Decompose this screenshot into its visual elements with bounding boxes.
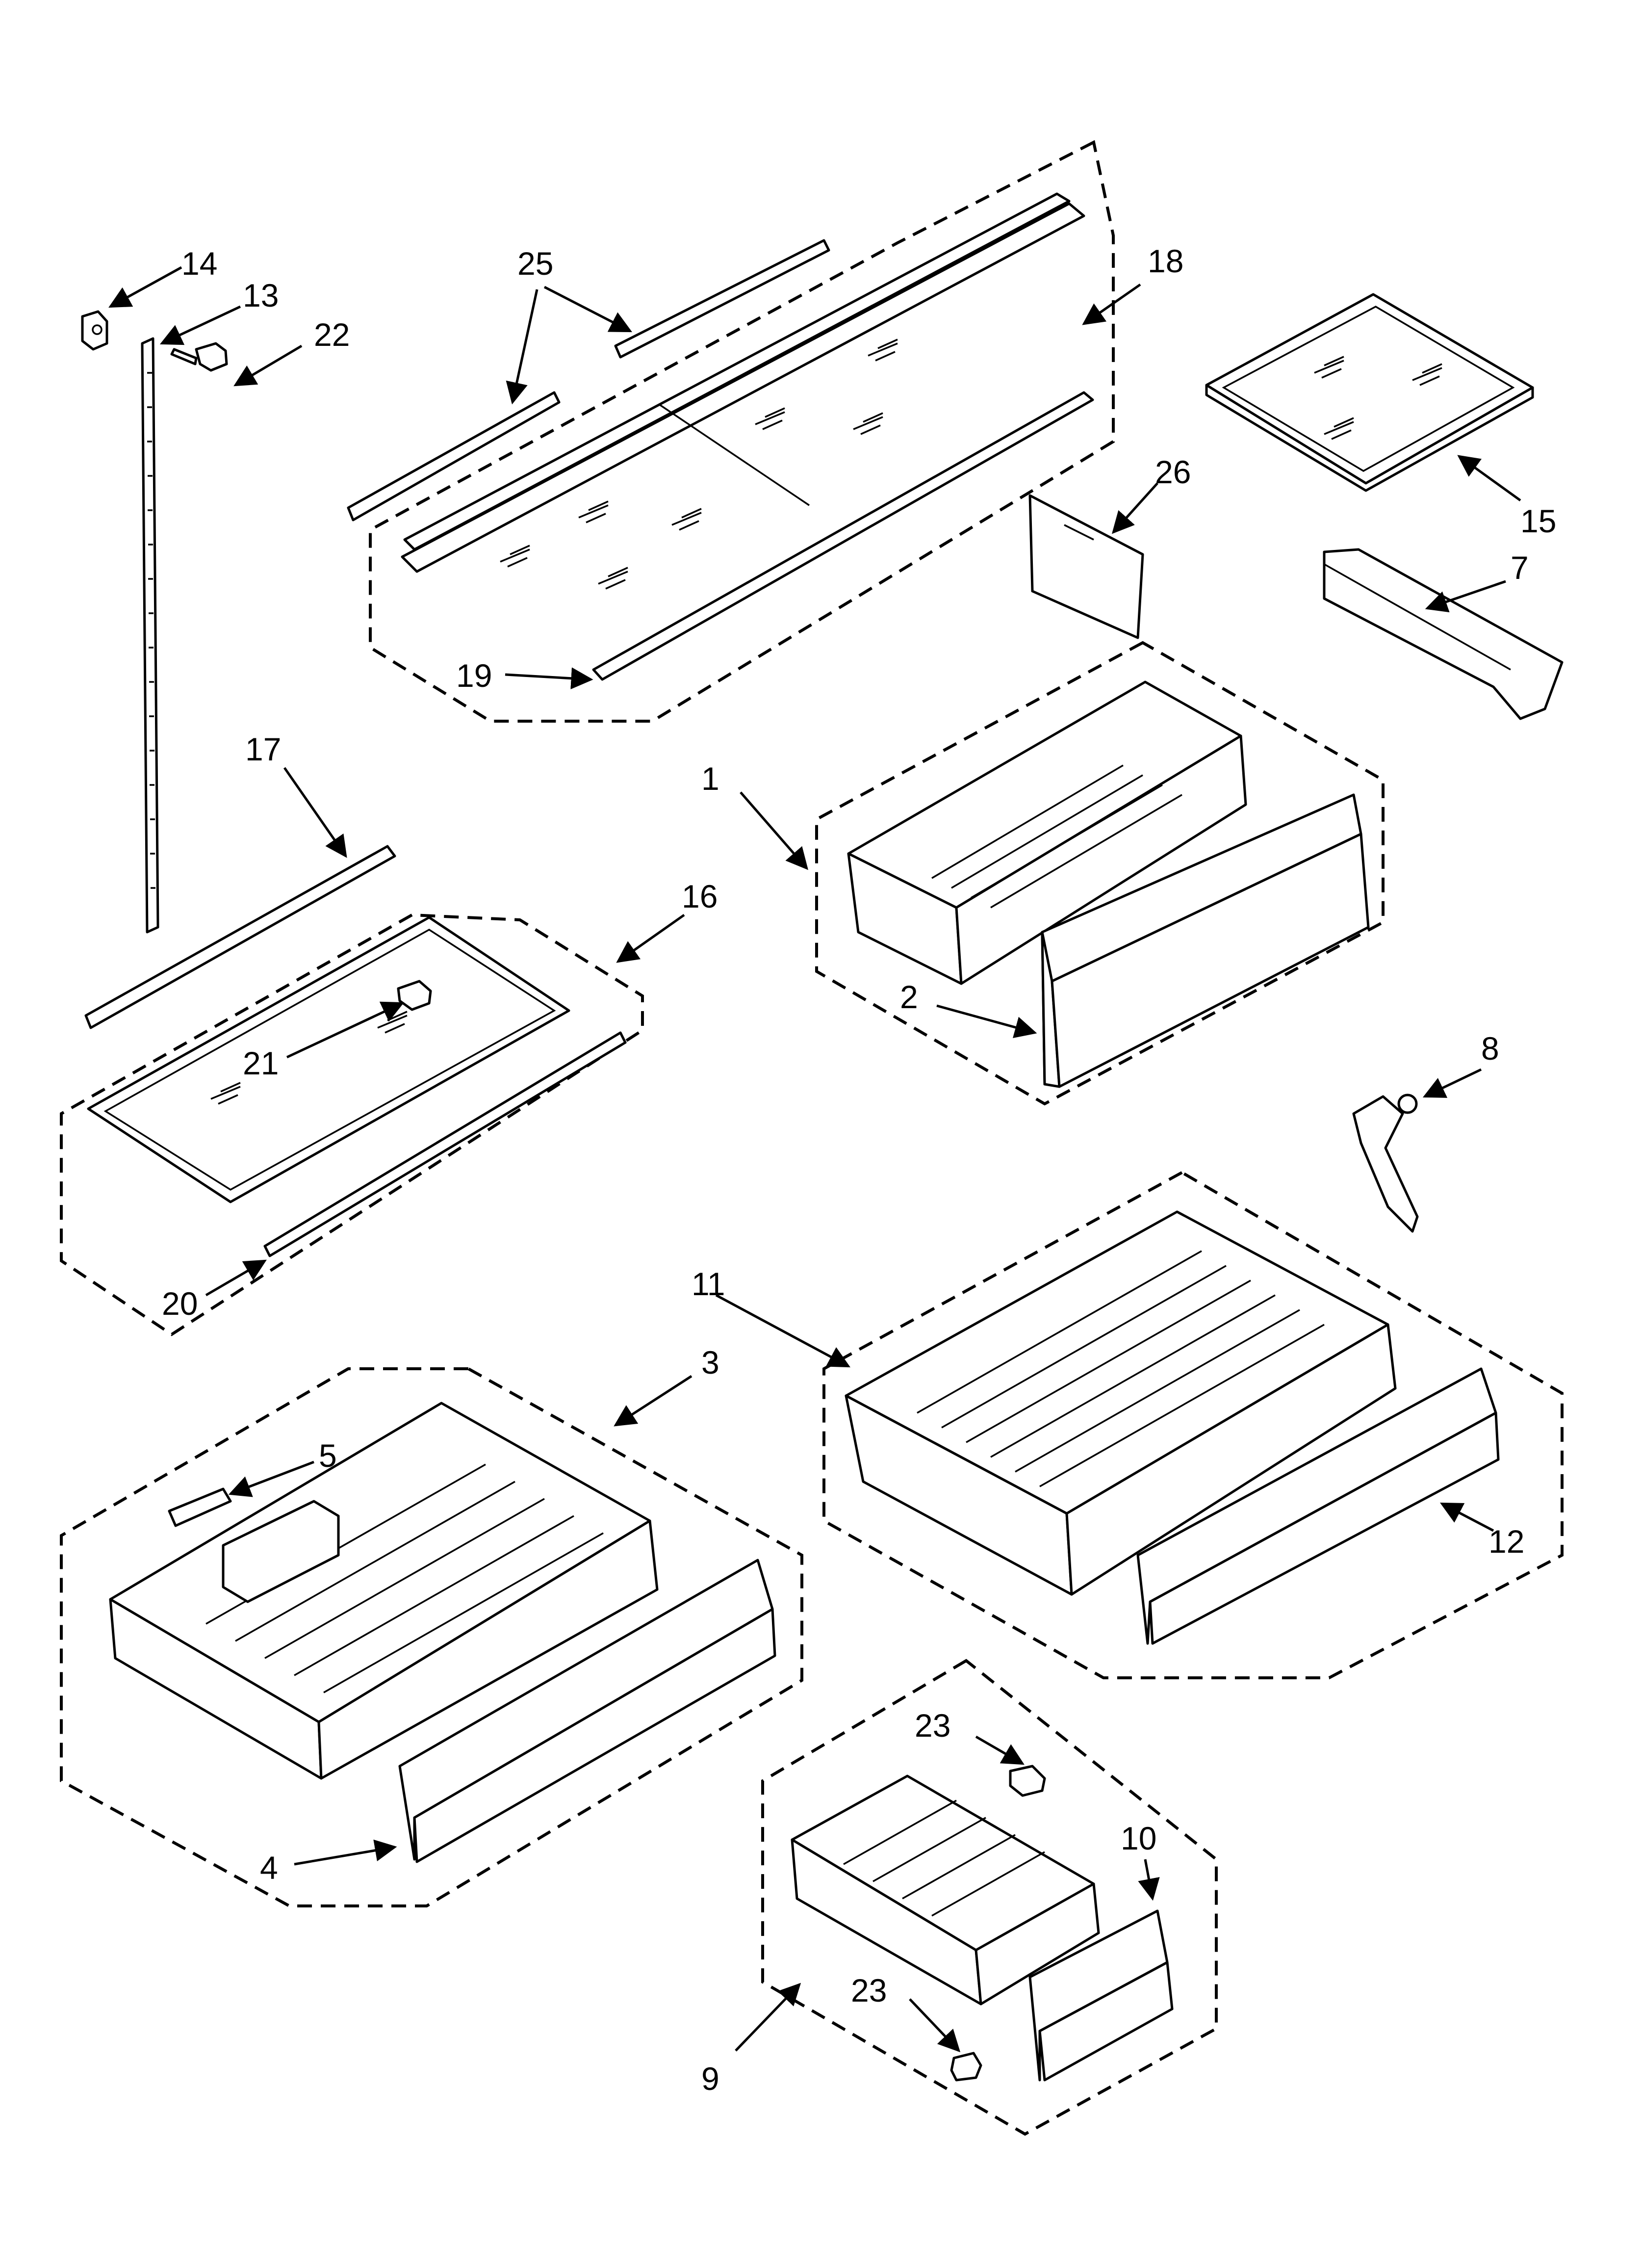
humidity-slider xyxy=(168,1487,232,1527)
callout-labels: 14 13 22 25 18 15 26 7 19 1 2 8 17 16 21… xyxy=(162,243,1556,2097)
callout-1: 1 xyxy=(701,760,719,797)
drawer-cover xyxy=(1323,548,1564,720)
drawer-front-lower xyxy=(398,1559,776,1863)
shelf-screw xyxy=(397,980,432,1011)
callout-5: 5 xyxy=(319,1437,337,1474)
crisper-drawer-lower xyxy=(60,1367,803,1907)
shelf-trim-left xyxy=(84,845,396,1029)
callout-25: 25 xyxy=(517,245,553,282)
callout-13: 13 xyxy=(243,277,279,313)
callout-3: 3 xyxy=(701,1344,719,1381)
callout-19: 19 xyxy=(456,657,492,694)
callout-26: 26 xyxy=(1155,454,1191,490)
crisper-drawer-upper xyxy=(815,641,1385,1106)
callout-7: 7 xyxy=(1511,549,1529,586)
callout-2: 2 xyxy=(900,979,918,1015)
glass-shelf-small-assembly xyxy=(60,913,644,1336)
callout-4: 4 xyxy=(260,1850,278,1886)
rail-screw xyxy=(170,342,228,372)
shelf-trim-front xyxy=(592,391,1094,681)
shelf-rail xyxy=(141,337,159,934)
callout-8: 8 xyxy=(1481,1030,1499,1067)
callout-18: 18 xyxy=(1148,243,1183,279)
bracket xyxy=(1352,1094,1419,1233)
callout-23-bottom: 23 xyxy=(851,1972,887,2008)
callout-9: 9 xyxy=(701,2060,719,2097)
callout-17: 17 xyxy=(245,731,281,767)
shelf-trim-lower xyxy=(263,1031,627,1257)
callout-10: 10 xyxy=(1121,1820,1156,1856)
small-glass-shelf xyxy=(1205,293,1534,492)
drawer-divider xyxy=(1028,494,1144,639)
callout-15: 15 xyxy=(1520,503,1556,539)
deli-screws xyxy=(950,1765,1046,2082)
shelf-trims xyxy=(347,239,830,521)
deli-drawer-assembly xyxy=(761,1659,1218,2136)
pantry-drawer-front xyxy=(1136,1367,1500,1645)
callout-22: 22 xyxy=(314,316,350,353)
callout-23-top: 23 xyxy=(915,1707,950,1744)
callout-20: 20 xyxy=(162,1285,198,1322)
callout-16: 16 xyxy=(682,878,718,914)
callout-12: 12 xyxy=(1488,1523,1524,1560)
callout-21: 21 xyxy=(243,1045,279,1081)
callout-14: 14 xyxy=(181,245,217,282)
rail-clip xyxy=(81,310,108,351)
deli-drawer-front xyxy=(1028,1909,1174,2082)
leader-lines xyxy=(108,266,1521,2053)
callout-11: 11 xyxy=(692,1266,725,1302)
pantry-drawer xyxy=(822,1171,1564,1679)
drawer-front-upper xyxy=(1041,793,1370,1088)
